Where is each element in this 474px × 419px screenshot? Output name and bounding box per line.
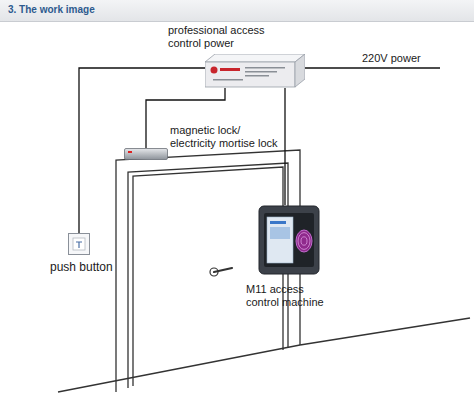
push-button: push button <box>68 233 90 255</box>
power-supply-icon <box>205 54 305 88</box>
section-title: 3. The work image <box>8 4 95 15</box>
magnetic-lock: magnetic lock/ electricity mortise lock <box>124 148 168 160</box>
power-label: 220V power <box>362 52 421 65</box>
part-label: push button <box>50 261 140 274</box>
access-control-machine: M11 access control machine <box>258 205 320 275</box>
access-control-machine-icon <box>258 205 320 275</box>
magnetic-lock-icon <box>124 148 168 160</box>
part-label: magnetic lock/ electricity mortise lock <box>170 124 282 150</box>
wire <box>79 68 205 233</box>
push-button-icon <box>68 233 90 255</box>
wire <box>284 88 285 205</box>
door-handle <box>210 268 232 276</box>
part-label: M11 access control machine <box>246 283 331 309</box>
power-supply: professional access control power <box>205 54 305 88</box>
part-label: professional access control power <box>168 24 288 50</box>
floor-lines <box>58 318 470 392</box>
mains-wire <box>305 67 440 68</box>
